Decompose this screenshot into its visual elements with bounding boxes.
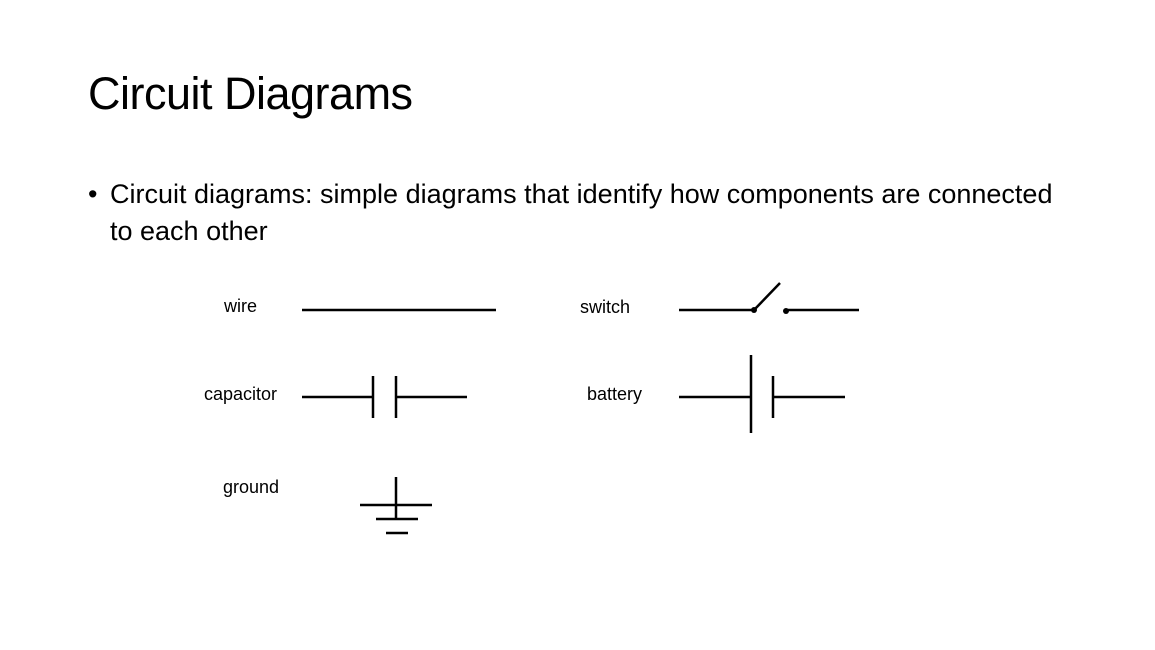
label-capacitor: capacitor — [204, 384, 278, 404]
bullet-marker: • — [88, 179, 98, 209]
label-wire: wire — [224, 296, 258, 316]
battery-symbol — [679, 355, 845, 433]
capacitor-symbol — [302, 376, 467, 418]
bullet-text: Circuit diagrams: simple diagrams that i… — [110, 179, 1053, 246]
slide-title: Circuit Diagrams — [88, 68, 413, 119]
switch-symbol — [679, 282, 859, 314]
label-battery: battery — [587, 384, 643, 404]
label-switch: switch — [580, 297, 631, 317]
label-ground: ground — [223, 477, 280, 497]
ground-symbol — [360, 477, 432, 535]
bullet-point: • Circuit diagrams: simple diagrams that… — [88, 176, 1068, 250]
